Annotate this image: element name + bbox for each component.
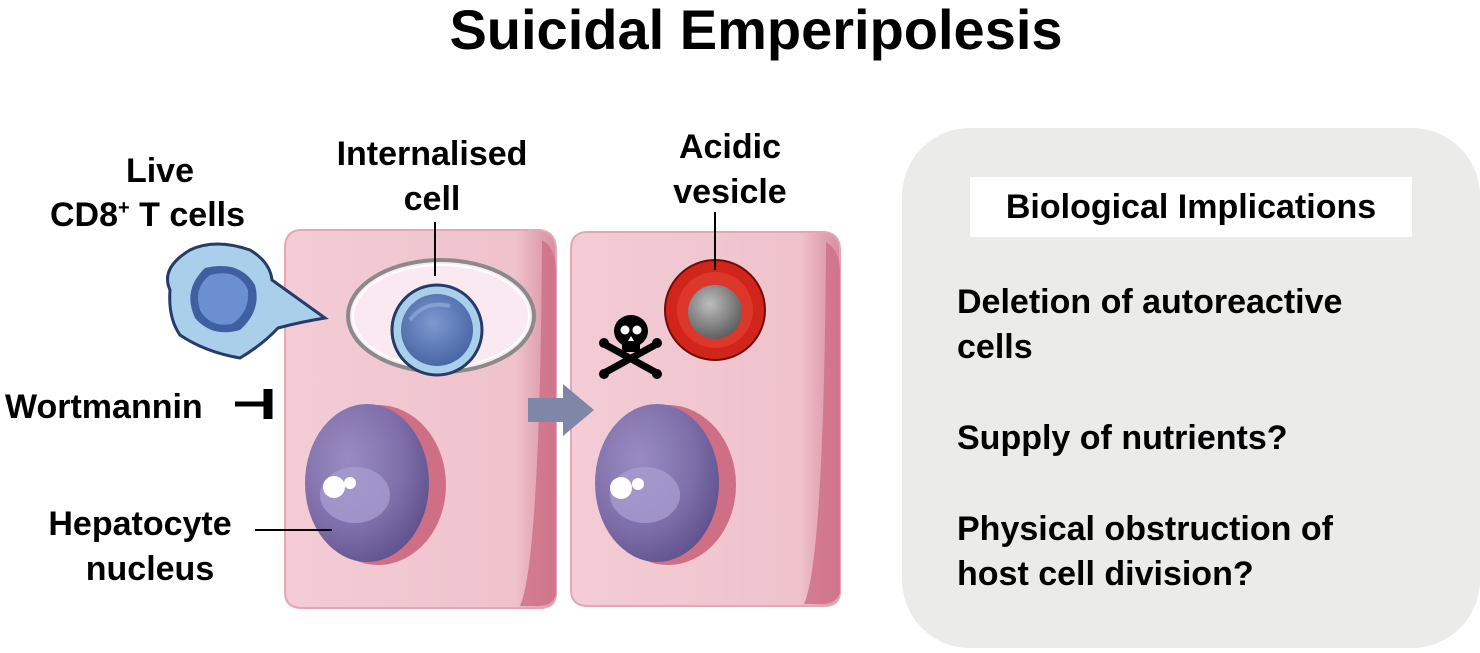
- acidic-vesicle-label-line1: Acidic: [678, 128, 782, 166]
- internalised-label-line1: Internalised: [336, 135, 528, 173]
- internalised-cell-vacuole: [346, 258, 536, 377]
- live-cells-label-line1: Live: [125, 152, 195, 190]
- acidic-vesicle-label-line2: vesicle: [673, 173, 787, 211]
- implication-item-2-line1: Supply of nutrients?: [957, 419, 1288, 457]
- live-t-cell: [166, 242, 329, 360]
- hepatocyte-nucleus-right: [595, 404, 736, 565]
- implication-item-1-line1: Deletion of autoreactive: [957, 283, 1343, 321]
- implications-heading-box: [970, 177, 1412, 237]
- implication-item-3-line2: host cell division?: [957, 555, 1254, 593]
- implication-item-2: Supply of nutrients?: [957, 416, 1288, 461]
- implication-item-1: Deletion of autoreactive cells: [957, 280, 1342, 370]
- internalised-label-line2: cell: [403, 180, 461, 218]
- implications-heading: Biological Implications: [1005, 188, 1377, 226]
- nucleus-label-line2: nucleus: [85, 550, 215, 588]
- implication-item-3: Physical obstruction of host cell divisi…: [957, 507, 1333, 597]
- implication-item-3-line1: Physical obstruction of: [957, 510, 1333, 548]
- skull-crossbones-icon: [599, 315, 662, 379]
- nucleus-label-line1: Hepatocyte: [48, 505, 232, 543]
- figure-title: Suicidal Emperipolesis: [449, 0, 1063, 61]
- live-cells-label-line2: CD8+ T cells: [50, 196, 245, 234]
- implication-item-1-line2: cells: [957, 328, 1033, 366]
- emperipolesis-diagram: [166, 212, 841, 609]
- hepatocyte-nucleus-left: [305, 404, 446, 565]
- transition-arrow: [528, 384, 594, 436]
- inhibition-symbol: [235, 389, 273, 419]
- acidic-vesicle: [664, 259, 766, 361]
- wortmannin-label: Wortmannin: [5, 388, 203, 426]
